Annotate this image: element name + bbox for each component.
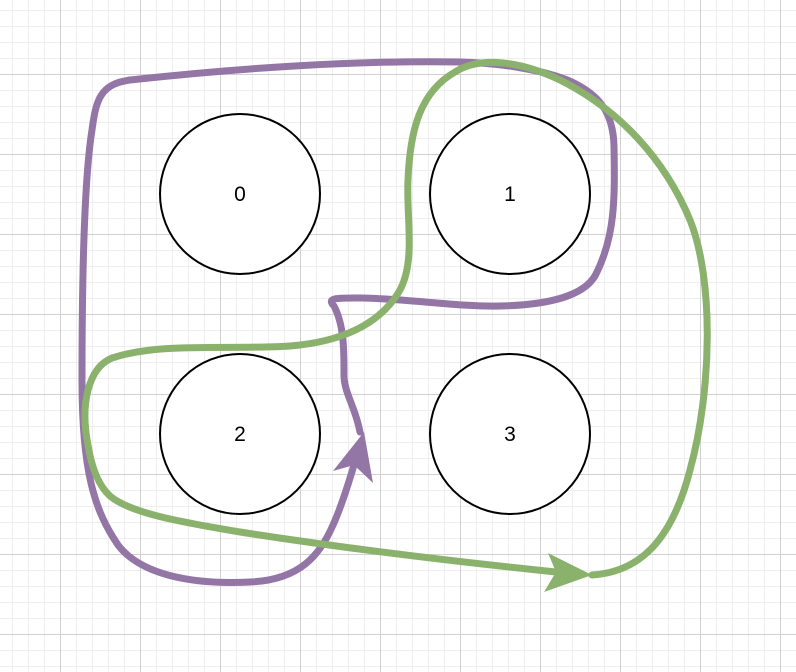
purple-arrowhead [333,432,373,483]
green-arrowhead [544,553,592,592]
purple-path[interactable] [78,58,618,586]
node-1-label: 1 [504,183,516,206]
node-2-label: 2 [234,423,246,446]
node-0[interactable]: 0 [159,113,321,275]
node-3-circle [429,353,591,515]
node-1-circle [429,113,591,275]
node-1[interactable]: 1 [429,113,591,275]
node-0-label: 0 [234,183,246,206]
green-path[interactable] [81,59,711,579]
node-2-circle [159,353,321,515]
node-3-label: 3 [504,423,516,446]
node-3[interactable]: 3 [429,353,591,515]
node-2[interactable]: 2 [159,353,321,515]
node-0-circle [159,113,321,275]
